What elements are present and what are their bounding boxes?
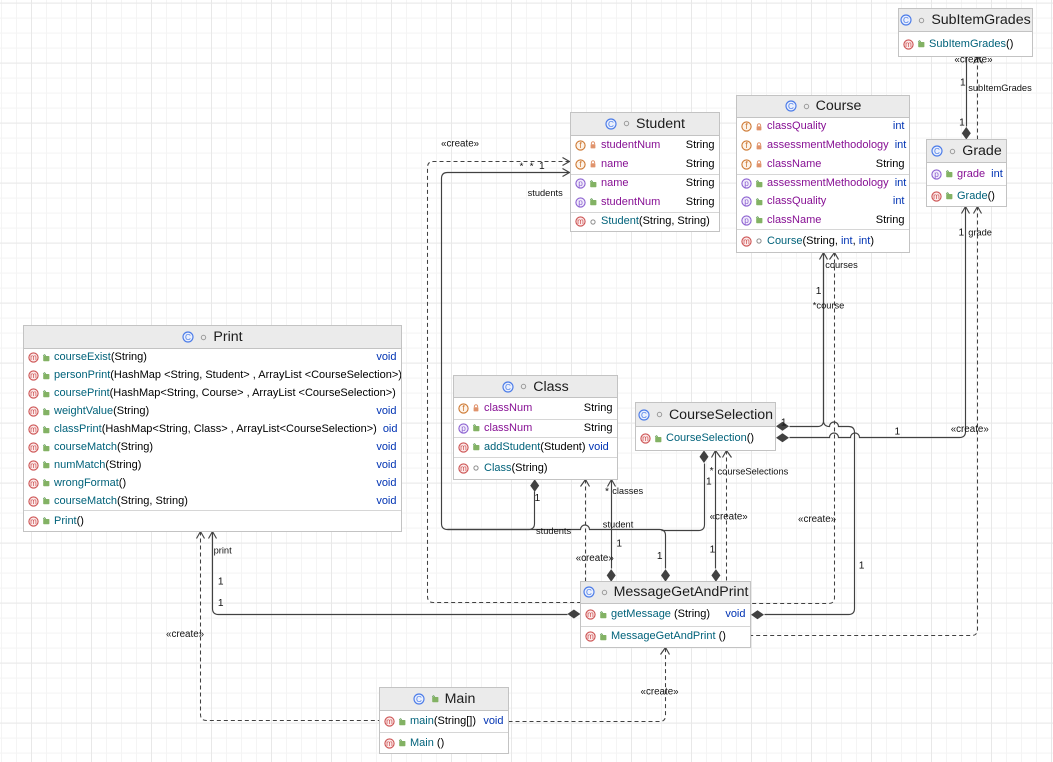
- svg-text:p: p: [934, 170, 939, 179]
- svg-text:1: 1: [706, 476, 712, 487]
- svg-text:m: m: [30, 479, 37, 488]
- svg-text:*: *: [605, 487, 609, 498]
- svg-text:m: m: [30, 389, 37, 398]
- svg-text:m: m: [577, 217, 584, 226]
- svg-text:1: 1: [657, 551, 663, 562]
- svg-text:m: m: [460, 443, 467, 452]
- svg-text:C: C: [903, 16, 909, 25]
- svg-text:1: 1: [781, 418, 787, 429]
- svg-text:C: C: [934, 147, 940, 156]
- svg-text:*: *: [710, 466, 714, 477]
- svg-text:p: p: [578, 198, 583, 207]
- svg-text:1: 1: [959, 117, 965, 128]
- svg-text:C: C: [788, 102, 794, 111]
- svg-text:C: C: [586, 588, 592, 597]
- svg-text:m: m: [30, 354, 37, 363]
- svg-text:students: students: [528, 188, 563, 198]
- svg-text:student: student: [603, 520, 634, 530]
- svg-text:1: 1: [218, 598, 224, 609]
- svg-text:«create»: «create»: [951, 424, 990, 435]
- svg-text:m: m: [743, 237, 750, 246]
- svg-text:m: m: [30, 517, 37, 526]
- svg-text:f: f: [745, 122, 748, 132]
- svg-text:*course: *course: [813, 301, 845, 311]
- svg-text:m: m: [905, 40, 912, 49]
- svg-text:C: C: [505, 383, 511, 392]
- svg-text:1: 1: [816, 286, 822, 297]
- svg-text:p: p: [744, 216, 749, 225]
- svg-text:«create»: «create»: [441, 138, 480, 149]
- svg-text:«create»: «create»: [710, 512, 749, 523]
- svg-text:m: m: [386, 717, 393, 726]
- svg-text:C: C: [416, 695, 422, 704]
- svg-text:1: 1: [535, 493, 541, 504]
- svg-text:f: f: [462, 403, 465, 413]
- svg-text:p: p: [744, 180, 749, 189]
- svg-text:1: 1: [710, 544, 716, 555]
- svg-text:courses: courses: [825, 260, 858, 270]
- svg-text:C: C: [608, 120, 614, 129]
- svg-text:m: m: [30, 461, 37, 470]
- svg-text:m: m: [642, 434, 649, 443]
- svg-text:f: f: [579, 140, 582, 150]
- svg-text:p: p: [461, 424, 466, 433]
- svg-text:1: 1: [960, 78, 966, 89]
- svg-text:m: m: [30, 497, 37, 506]
- svg-text:students: students: [536, 526, 571, 536]
- svg-text:«create»: «create»: [798, 514, 837, 525]
- svg-text:m: m: [460, 464, 467, 473]
- svg-text:subItemGrades: subItemGrades: [968, 83, 1032, 93]
- svg-text:m: m: [30, 425, 37, 434]
- svg-text:1: 1: [859, 561, 865, 572]
- svg-text:*: *: [520, 162, 524, 173]
- svg-text:C: C: [185, 333, 191, 342]
- svg-text:f: f: [745, 140, 748, 150]
- svg-text:«create»: «create»: [576, 553, 615, 564]
- svg-text:«create»: «create»: [954, 55, 993, 66]
- svg-text:m: m: [587, 610, 594, 619]
- svg-text:«create»: «create»: [641, 686, 680, 697]
- svg-text:f: f: [745, 159, 748, 169]
- svg-text:m: m: [933, 192, 940, 201]
- svg-text:1: 1: [959, 228, 965, 239]
- svg-text:«create»: «create»: [166, 629, 205, 640]
- svg-text:1: 1: [895, 427, 901, 438]
- svg-text:f: f: [579, 159, 582, 169]
- svg-text:m: m: [587, 633, 594, 642]
- svg-text:1: 1: [616, 538, 622, 549]
- svg-text:1: 1: [218, 577, 224, 588]
- svg-text:1: 1: [539, 161, 545, 172]
- svg-text:grade: grade: [968, 228, 992, 238]
- svg-text:p: p: [744, 198, 749, 207]
- svg-text:print: print: [214, 546, 233, 556]
- svg-text:classes: classes: [612, 486, 643, 496]
- svg-text:m: m: [30, 407, 37, 416]
- svg-text:*: *: [530, 162, 534, 173]
- svg-text:m: m: [30, 443, 37, 452]
- svg-text:m: m: [30, 372, 37, 381]
- svg-text:courseSelections: courseSelections: [718, 467, 789, 477]
- svg-text:C: C: [641, 411, 647, 420]
- svg-text:p: p: [578, 179, 583, 188]
- svg-text:m: m: [386, 739, 393, 748]
